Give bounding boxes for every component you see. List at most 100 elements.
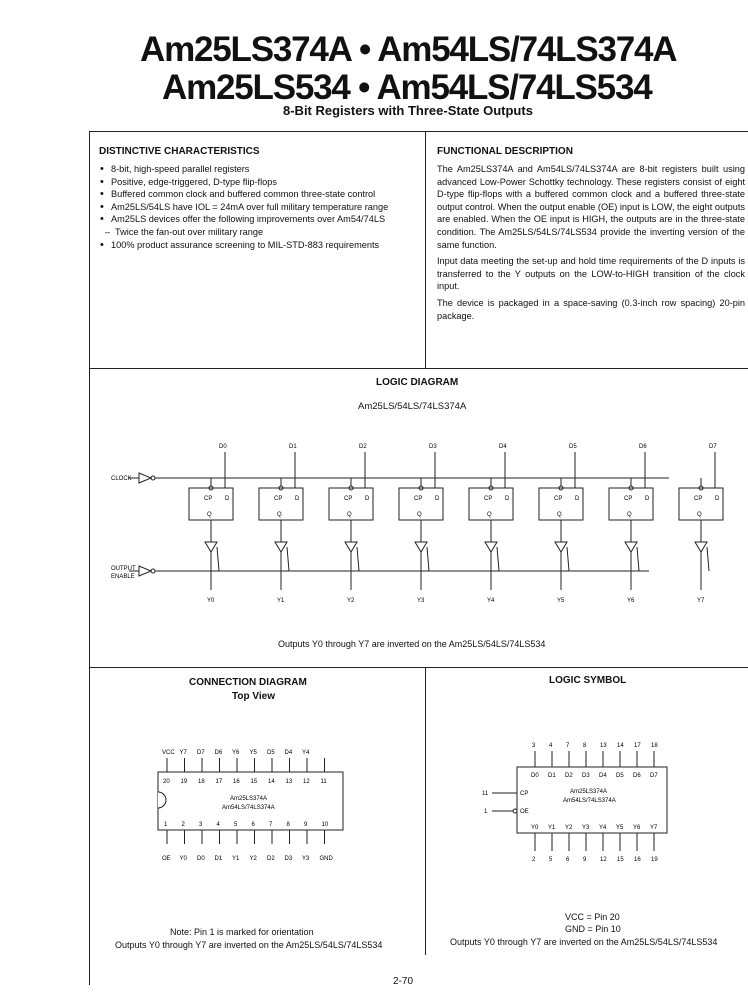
output-buffer bbox=[554, 541, 568, 553]
ff-d-label: D bbox=[435, 496, 440, 502]
dip-bottom-pin-name: Y0 bbox=[180, 856, 188, 862]
logic-symbol-heading: LOGIC SYMBOL bbox=[549, 675, 627, 686]
y-output-label: Y6 bbox=[627, 598, 635, 604]
d-input-label: D7 bbox=[709, 444, 717, 450]
dip-bottom-pin-number: 10 bbox=[322, 822, 329, 828]
dip-package-drawing: 201OE192Y0183D0174D1165Y1156Y2147D2138D3… bbox=[157, 750, 344, 862]
symbol-top-pin-number: 18 bbox=[651, 743, 658, 749]
symbol-body bbox=[516, 766, 668, 834]
page-number: 2-70 bbox=[393, 976, 414, 987]
functional-paragraph: The device is packaged in a space-saving… bbox=[437, 297, 745, 321]
dip-top-pin-name: Y6 bbox=[232, 750, 240, 756]
dip-top-pin-number: 12 bbox=[303, 779, 310, 785]
symbol-d-name: D5 bbox=[616, 773, 624, 779]
characteristic-item: Buffered common clock and buffered commo… bbox=[99, 188, 417, 201]
symbol-chip-name: Am25LS374A bbox=[570, 789, 607, 795]
d-input-label: D6 bbox=[639, 444, 647, 450]
dip-notch bbox=[157, 791, 167, 809]
logic-symbol-caption: Outputs Y0 through Y7 are inverted on th… bbox=[450, 937, 718, 947]
oe-buffer bbox=[138, 565, 153, 577]
ff-q-label: Q bbox=[207, 512, 212, 518]
enable-tap bbox=[636, 546, 640, 572]
ff-q-label: Q bbox=[557, 512, 562, 518]
symbol-y-name: Y1 bbox=[548, 825, 556, 831]
symbol-bottom-pin-number: 12 bbox=[600, 857, 607, 863]
y-output-label: Y2 bbox=[347, 598, 355, 604]
enable-tap bbox=[706, 546, 710, 572]
output-buffer bbox=[694, 541, 708, 553]
ff-q-label: Q bbox=[417, 512, 422, 518]
characteristic-item: Am25LS devices offer the following impro… bbox=[99, 213, 417, 226]
dip-bottom-pin-name: Y1 bbox=[232, 856, 240, 862]
symbol-d-name: D2 bbox=[565, 773, 573, 779]
logic-symbol-drawing: 3D0Y024D1Y157D2Y268D3Y3913D4Y41214D5Y515… bbox=[482, 743, 668, 863]
dip-chip-name: Am25LS374A bbox=[230, 796, 267, 802]
symbol-bottom-pin-number: 16 bbox=[634, 857, 641, 863]
dip-bottom-pin-number: 7 bbox=[269, 822, 273, 828]
y-output-label: Y1 bbox=[277, 598, 285, 604]
ff-cp-label: CP bbox=[624, 496, 632, 502]
dip-bottom-pin-name: OE bbox=[162, 856, 171, 862]
dip-bottom-pin-number: 9 bbox=[304, 822, 308, 828]
distinctive-heading: DISTINCTIVE CHARACTERISTICS bbox=[99, 146, 260, 157]
connection-heading: CONNECTION DIAGRAM bbox=[189, 677, 307, 688]
ff-d-label: D bbox=[575, 496, 580, 502]
symbol-top-pin-number: 14 bbox=[617, 743, 624, 749]
subtitle: 8-Bit Registers with Three-State Outputs bbox=[283, 103, 533, 118]
ff-d-label: D bbox=[365, 496, 370, 502]
y-output-label: Y5 bbox=[557, 598, 565, 604]
dip-bottom-pin-number: 5 bbox=[234, 822, 238, 828]
ff-d-label: D bbox=[645, 496, 650, 502]
symbol-clock-pin-number: 11 bbox=[482, 791, 489, 797]
symbol-oe-bubble bbox=[512, 808, 518, 814]
connection-subheading: Top View bbox=[232, 691, 275, 702]
characteristic-item: Am25LS/54LS have IOL = 24mA over full mi… bbox=[99, 201, 417, 214]
symbol-y-name: Y2 bbox=[565, 825, 573, 831]
output-buffer bbox=[204, 541, 218, 553]
output-buffer bbox=[274, 541, 288, 553]
symbol-d-name: D0 bbox=[531, 773, 539, 779]
ff-q-label: Q bbox=[347, 512, 352, 518]
dip-top-pin-name: D7 bbox=[197, 750, 205, 756]
dip-bottom-pin-name: D0 bbox=[197, 856, 205, 862]
dip-top-pin-number: 16 bbox=[233, 779, 240, 785]
ff-d-label: D bbox=[295, 496, 300, 502]
dip-bottom-pin-name: D2 bbox=[267, 856, 275, 862]
frame-top-rule bbox=[89, 131, 748, 132]
d-input-label: D5 bbox=[569, 444, 577, 450]
characteristic-item: Positive, edge-triggered, D-type flip-fl… bbox=[99, 176, 417, 189]
oe-label: OUTPUT bbox=[111, 566, 136, 572]
gnd-note: GND = Pin 10 bbox=[565, 924, 621, 934]
symbol-top-pin-number: 4 bbox=[549, 743, 553, 749]
dip-top-pin-number: 13 bbox=[286, 779, 293, 785]
symbol-bottom-pin-number: 15 bbox=[617, 857, 624, 863]
symbol-oe-label: OE bbox=[520, 809, 529, 815]
ff-q-label: Q bbox=[627, 512, 632, 518]
symbol-oe-pin-number: 1 bbox=[484, 809, 488, 815]
logic-diagram-heading: LOGIC DIAGRAM bbox=[376, 377, 459, 388]
characteristic-item: Twice the fan-out over military range bbox=[99, 226, 417, 239]
symbol-chip-name: Am54LS/74LS374A bbox=[563, 798, 616, 804]
characteristic-item: 100% product assurance screening to MIL-… bbox=[99, 239, 417, 252]
section-rule-2 bbox=[89, 667, 748, 668]
characteristic-item: 8-bit, high-speed parallel registers bbox=[99, 163, 417, 176]
symbol-top-pin-number: 3 bbox=[532, 743, 536, 749]
d-input-label: D4 bbox=[499, 444, 507, 450]
dip-chip-name: Am54LS/74LS374A bbox=[222, 805, 275, 811]
ff-cp-label: CP bbox=[554, 496, 562, 502]
dip-top-pin-number: 20 bbox=[163, 779, 170, 785]
dip-top-pin-name: Y4 bbox=[302, 750, 310, 756]
dip-top-pin-number: 18 bbox=[198, 779, 205, 785]
ff-d-label: D bbox=[505, 496, 510, 502]
symbol-cp-label: CP bbox=[520, 791, 528, 797]
dip-top-pin-name: VCC bbox=[162, 750, 175, 756]
